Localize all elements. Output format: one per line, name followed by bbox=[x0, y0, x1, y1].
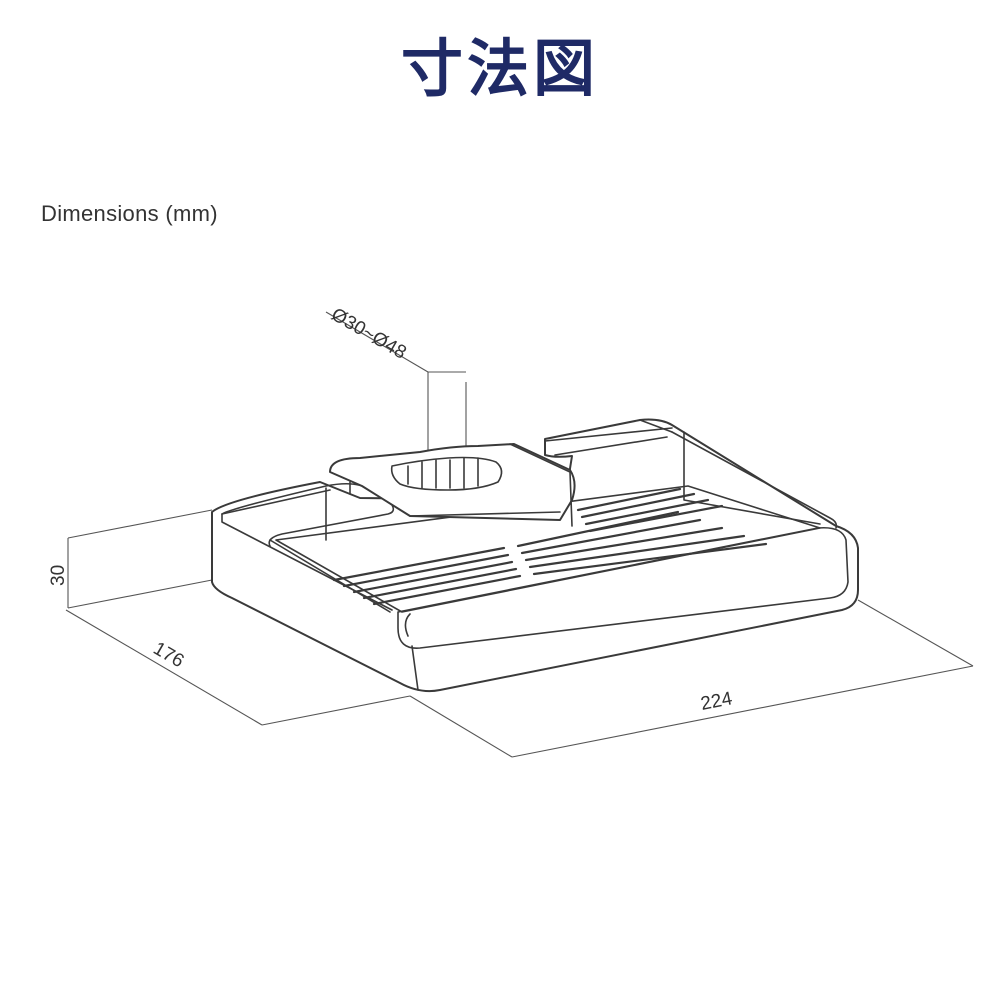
clamp-range-label: Ø30~Ø48 bbox=[328, 304, 410, 364]
tray-body bbox=[211, 418, 859, 693]
depth-label: 176 bbox=[150, 638, 188, 672]
floor-slots bbox=[332, 487, 768, 606]
page-title: 寸法図 bbox=[400, 32, 599, 105]
height-label: 30 bbox=[48, 565, 69, 586]
dimensions-unit-label: Dimensions (mm) bbox=[41, 201, 218, 226]
width-label: 224 bbox=[699, 688, 735, 715]
dimension-lines bbox=[65, 311, 974, 758]
clamp-grip bbox=[407, 457, 479, 489]
